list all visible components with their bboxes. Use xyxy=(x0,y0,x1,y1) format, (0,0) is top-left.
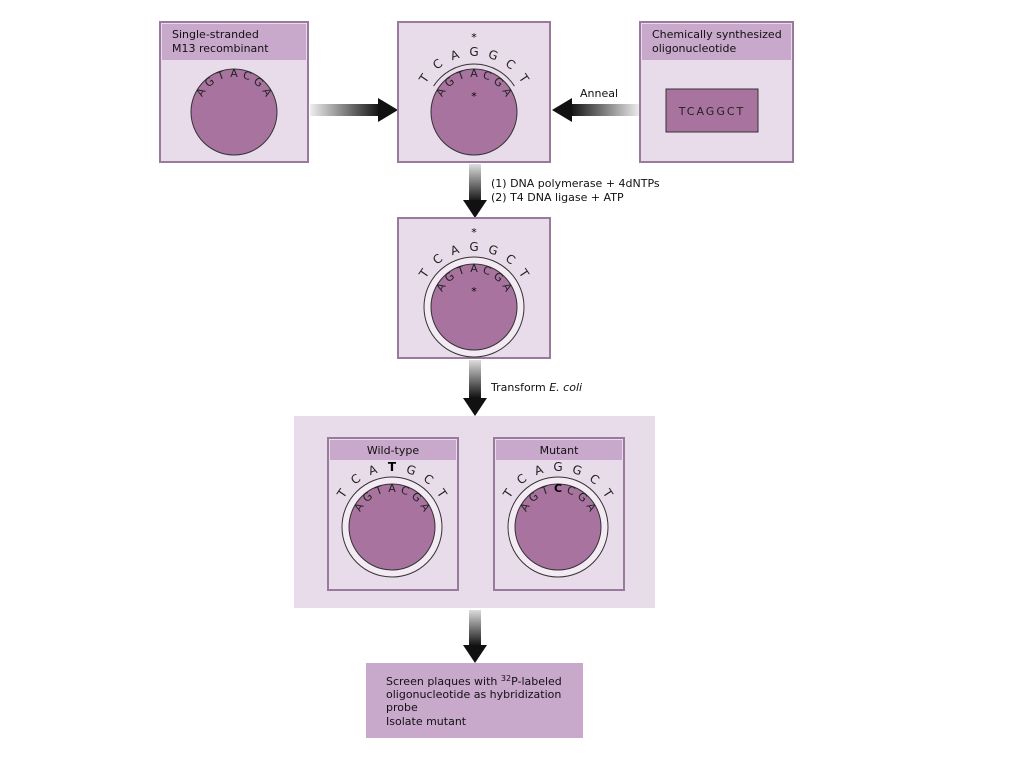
inner-base: T xyxy=(539,483,551,498)
inner-base: C xyxy=(565,483,577,498)
mismatch-mark: * xyxy=(471,31,477,44)
screen-line-2: oligonucleotide as hybridization xyxy=(386,688,561,701)
inner-base: T xyxy=(373,483,385,498)
screen-line-3: probe xyxy=(386,701,418,714)
inner-base: A xyxy=(470,67,478,80)
step-polymerase: (1) DNA polymerase + 4dNTPs xyxy=(491,177,660,190)
mismatch-mark: * xyxy=(471,90,477,103)
outer-base: T xyxy=(388,460,397,474)
inner-base: T xyxy=(215,68,227,83)
oligo-sequence: TCAGGCT xyxy=(678,105,746,118)
outer-base: G xyxy=(571,462,584,478)
mutant-title: Mutant xyxy=(540,444,579,457)
inner-base: A xyxy=(470,262,478,275)
outer-base: G xyxy=(469,45,478,59)
oligonucleotide-box: Chemically synthesized oligonucleotide T… xyxy=(639,21,794,163)
oligo-arc xyxy=(433,63,515,87)
screen-line-1: Screen plaques with 32P-labeled xyxy=(386,674,562,688)
anneal-label: Anneal xyxy=(580,87,618,100)
arrow-down-2: Transform E. coli xyxy=(463,360,582,416)
arrow-down-1: (1) DNA polymerase + 4dNTPs (2) T4 DNA l… xyxy=(463,164,660,218)
inner-base: C xyxy=(554,482,562,495)
outer-base: G xyxy=(487,242,500,258)
mismatch-mark: * xyxy=(471,226,477,239)
inner-base: C xyxy=(241,68,253,83)
wild-type-title: Wild-type xyxy=(367,444,420,457)
inner-base: C xyxy=(399,483,411,498)
inner-base: T xyxy=(455,263,467,278)
dna-circle xyxy=(430,263,518,351)
inner-base: C xyxy=(481,263,493,278)
transform-label: Transform E. coli xyxy=(490,381,582,394)
box1-title-1: Single-stranded xyxy=(172,28,259,41)
dna-circle xyxy=(348,483,436,571)
dna-circle xyxy=(514,483,602,571)
inner-base: T xyxy=(455,68,467,83)
arrow-left-anneal: Anneal xyxy=(552,87,640,122)
outer-base: G xyxy=(469,240,478,254)
screen-line-4: Isolate mutant xyxy=(386,715,467,728)
mismatch-mark: * xyxy=(471,285,477,298)
box3-title-1: Chemically synthesized xyxy=(652,28,782,41)
inner-base: C xyxy=(481,68,493,83)
inner-base: A xyxy=(388,482,396,495)
screening-box: Screen plaques with 32P-labeled oligonuc… xyxy=(366,663,583,738)
box1-title-2: M13 recombinant xyxy=(172,42,269,55)
arrow-down-3 xyxy=(463,610,487,663)
outer-base: G xyxy=(487,47,500,63)
arrow-right xyxy=(310,98,398,122)
dna-circle xyxy=(190,68,278,156)
outer-base: G xyxy=(405,462,418,478)
step-ligase: (2) T4 DNA ligase + ATP xyxy=(491,191,624,204)
box3-title-2: oligonucleotide xyxy=(652,42,736,55)
dna-circle xyxy=(430,68,518,156)
inner-base: A xyxy=(230,67,238,80)
outer-base: G xyxy=(553,460,562,474)
